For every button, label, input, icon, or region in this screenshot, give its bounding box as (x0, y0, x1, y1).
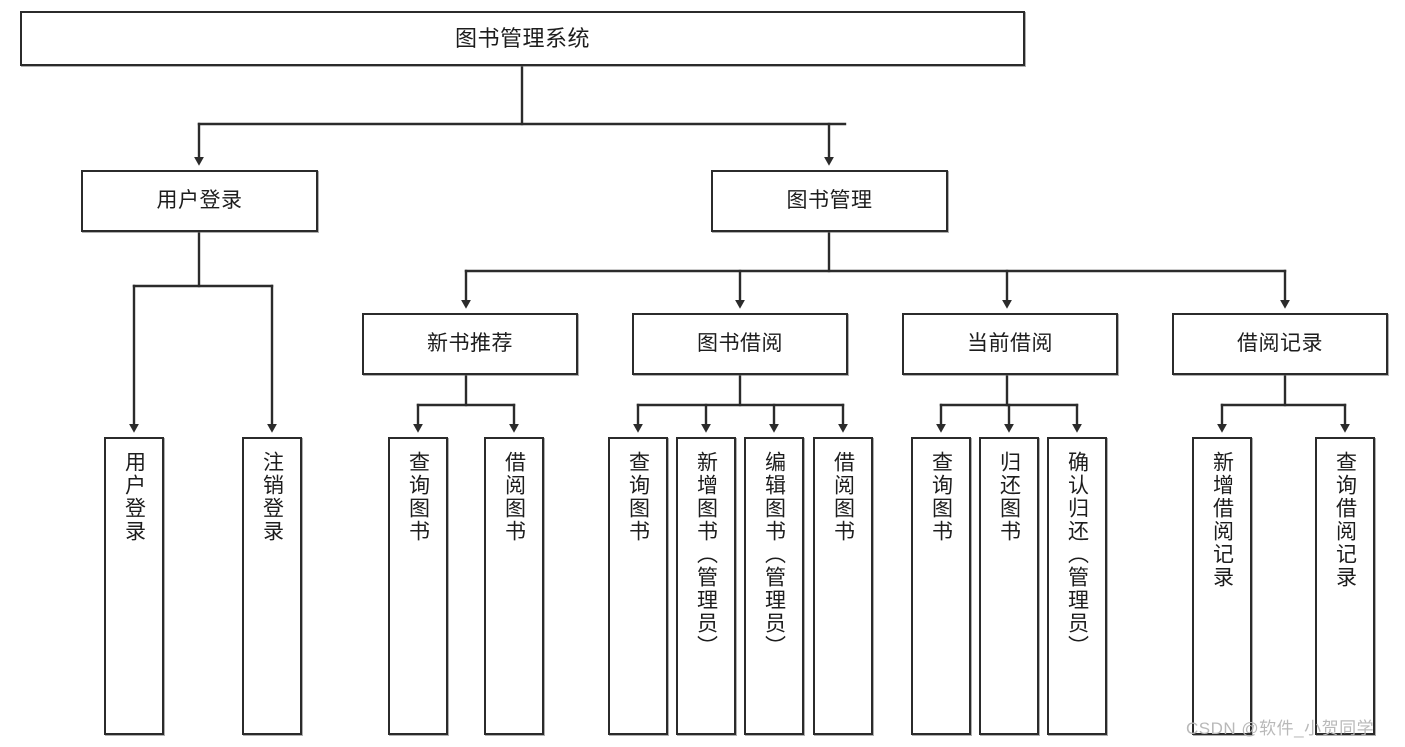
node-label: 借阅记录 (1237, 331, 1323, 355)
node-label: 用户登录 (122, 451, 146, 543)
node-label: 新增借阅记录 (1210, 451, 1234, 589)
node-label: 查询借阅记录 (1333, 451, 1357, 589)
node-leaf-borrow-book[interactable]: 借阅图书 (813, 437, 873, 735)
node-label: 查询图书 (406, 451, 430, 543)
node-label: 查询图书 (626, 451, 650, 543)
node-label: 借阅图书 (502, 451, 526, 543)
node-leaf-return-book[interactable]: 归还图书 (979, 437, 1039, 735)
node-label: 新增图书（管理员） (694, 451, 718, 658)
node-leaf-query-book-current[interactable]: 查询图书 (911, 437, 971, 735)
node-label: 归还图书 (997, 451, 1021, 543)
node-borrowing-record[interactable]: 借阅记录 (1172, 313, 1388, 375)
node-leaf-add-borrow-record[interactable]: 新增借阅记录 (1192, 437, 1252, 735)
watermark: CSDN @软件_小贺同学 (1186, 719, 1375, 738)
node-label: 编辑图书（管理员） (762, 451, 786, 658)
node-current-borrowing[interactable]: 当前借阅 (902, 313, 1118, 375)
node-label: 确认归还（管理员） (1065, 451, 1089, 658)
node-label: 新书推荐 (427, 331, 513, 355)
node-label: 注销登录 (260, 451, 284, 543)
node-new-book-recommendation[interactable]: 新书推荐 (362, 313, 578, 375)
node-leaf-borrow-book-recommend[interactable]: 借阅图书 (484, 437, 544, 735)
node-label: 当前借阅 (967, 331, 1053, 355)
node-leaf-logout[interactable]: 注销登录 (242, 437, 302, 735)
node-leaf-edit-book-admin[interactable]: 编辑图书（管理员） (744, 437, 804, 735)
node-leaf-query-book-borrow[interactable]: 查询图书 (608, 437, 668, 735)
node-leaf-confirm-return-admin[interactable]: 确认归还（管理员） (1047, 437, 1107, 735)
node-label: 图书管理 (786, 188, 873, 212)
node-label: 借阅图书 (831, 451, 855, 543)
node-label: 图书借阅 (697, 331, 783, 355)
node-label: 图书管理系统 (454, 25, 590, 51)
node-book-borrowing[interactable]: 图书借阅 (632, 313, 848, 375)
node-leaf-query-book-recommend[interactable]: 查询图书 (388, 437, 448, 735)
node-label: 用户登录 (156, 188, 243, 212)
node-book-management[interactable]: 图书管理 (711, 170, 948, 232)
node-label: 查询图书 (929, 451, 953, 543)
node-root-book-management-system[interactable]: 图书管理系统 (20, 11, 1025, 66)
node-leaf-query-borrow-record[interactable]: 查询借阅记录 (1315, 437, 1375, 735)
node-leaf-add-book-admin[interactable]: 新增图书（管理员） (676, 437, 736, 735)
node-user-login[interactable]: 用户登录 (81, 170, 318, 232)
node-leaf-user-login[interactable]: 用户登录 (104, 437, 164, 735)
